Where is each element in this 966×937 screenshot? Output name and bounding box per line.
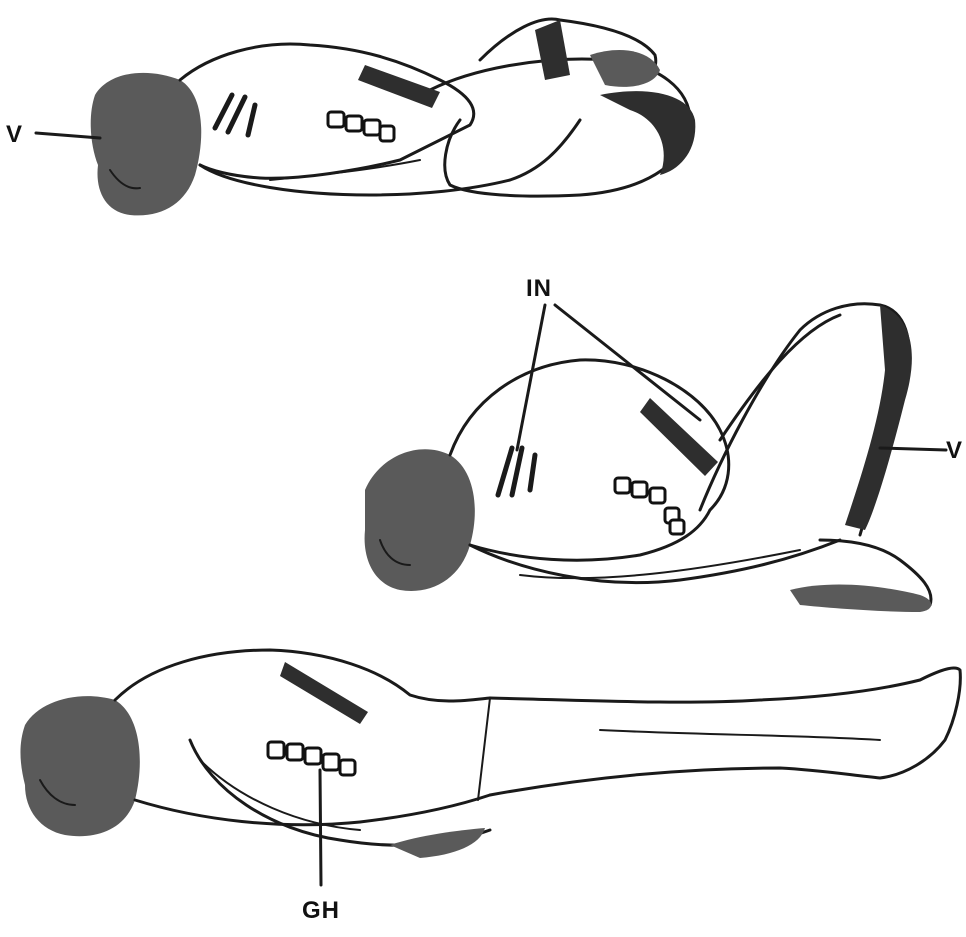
top-label-v: V: [6, 121, 23, 148]
bottom-legs: [490, 668, 960, 795]
top-back-band: [358, 65, 440, 108]
figure-bottom: GH: [20, 650, 960, 924]
top-vertebrae: [328, 112, 394, 141]
bottom-label-gh: GH: [302, 897, 340, 924]
top-nerve-marks: [215, 95, 255, 135]
middle-head: [365, 449, 475, 591]
figure-top: V: [6, 19, 695, 215]
bottom-head: [20, 696, 139, 836]
top-head: [91, 73, 202, 216]
figure-middle: IN V: [365, 275, 963, 612]
bottom-back-band: [280, 662, 368, 724]
middle-vertebrae: [615, 478, 684, 534]
middle-label-v: V: [946, 437, 963, 464]
middle-label-in: IN: [526, 275, 552, 302]
middle-nerve-marks: [498, 448, 535, 495]
bottom-vertebrae: [268, 742, 355, 775]
